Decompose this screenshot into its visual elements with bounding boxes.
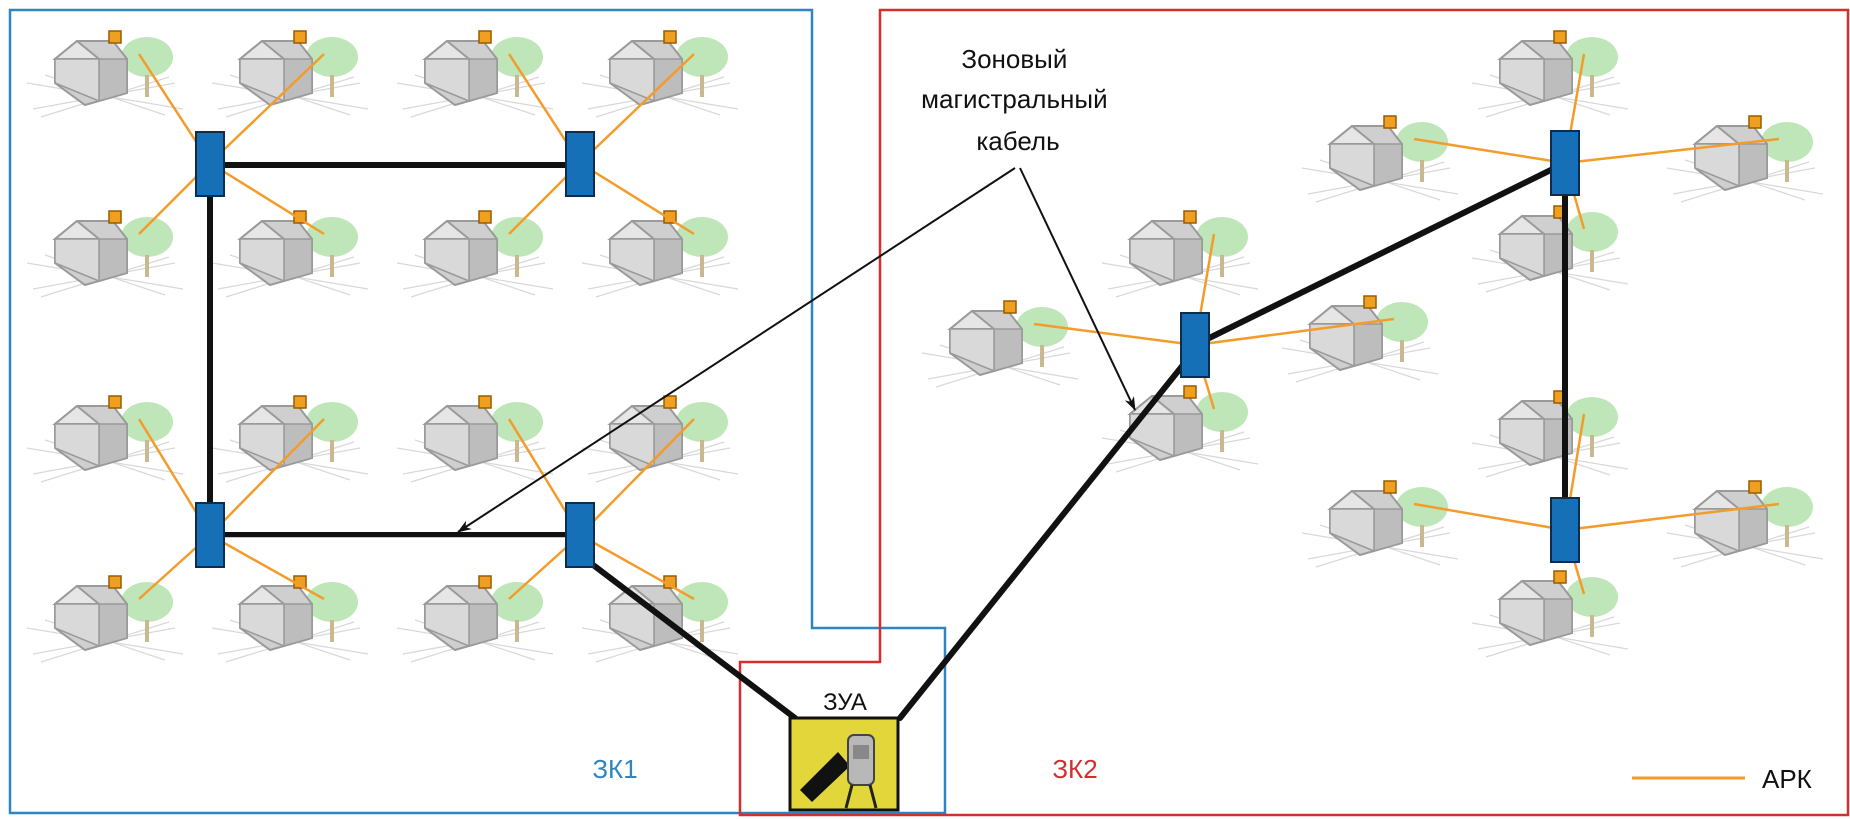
distribution-node-icon	[1180, 312, 1210, 378]
legend: АРК	[1632, 764, 1812, 794]
distribution-node-icon	[565, 131, 595, 197]
annotation-line-3: кабель	[976, 126, 1059, 156]
zone-boundary-zk2	[738, 8, 1850, 817]
distribution-node-icon	[1550, 497, 1580, 563]
zone-label-zk2: ЗК2	[1052, 754, 1097, 784]
zua-station: ЗУА	[788, 689, 900, 812]
house-icon-group-zk2	[920, 29, 1825, 659]
house-icon-group-zk1	[25, 29, 740, 664]
distribution-node-icon	[565, 502, 595, 568]
annotation-line-2: магистральный	[921, 84, 1107, 114]
distribution-node-icon	[195, 502, 225, 568]
annotation-line-1: Зоновый	[961, 44, 1067, 74]
zone-boundary-zk1	[8, 8, 947, 815]
zone-label-zk1: ЗК1	[592, 754, 637, 784]
trunk-cables	[207, 160, 1568, 721]
distribution-node-icon-group	[195, 130, 1580, 568]
distribution-node-icon	[1550, 130, 1580, 196]
distribution-node-icon	[195, 131, 225, 197]
arrow-icon	[457, 167, 1136, 533]
zua-label: ЗУА	[823, 689, 867, 716]
legend-label: АРК	[1762, 764, 1812, 794]
annotation-text: Зоновый магистральный кабель	[921, 44, 1115, 156]
